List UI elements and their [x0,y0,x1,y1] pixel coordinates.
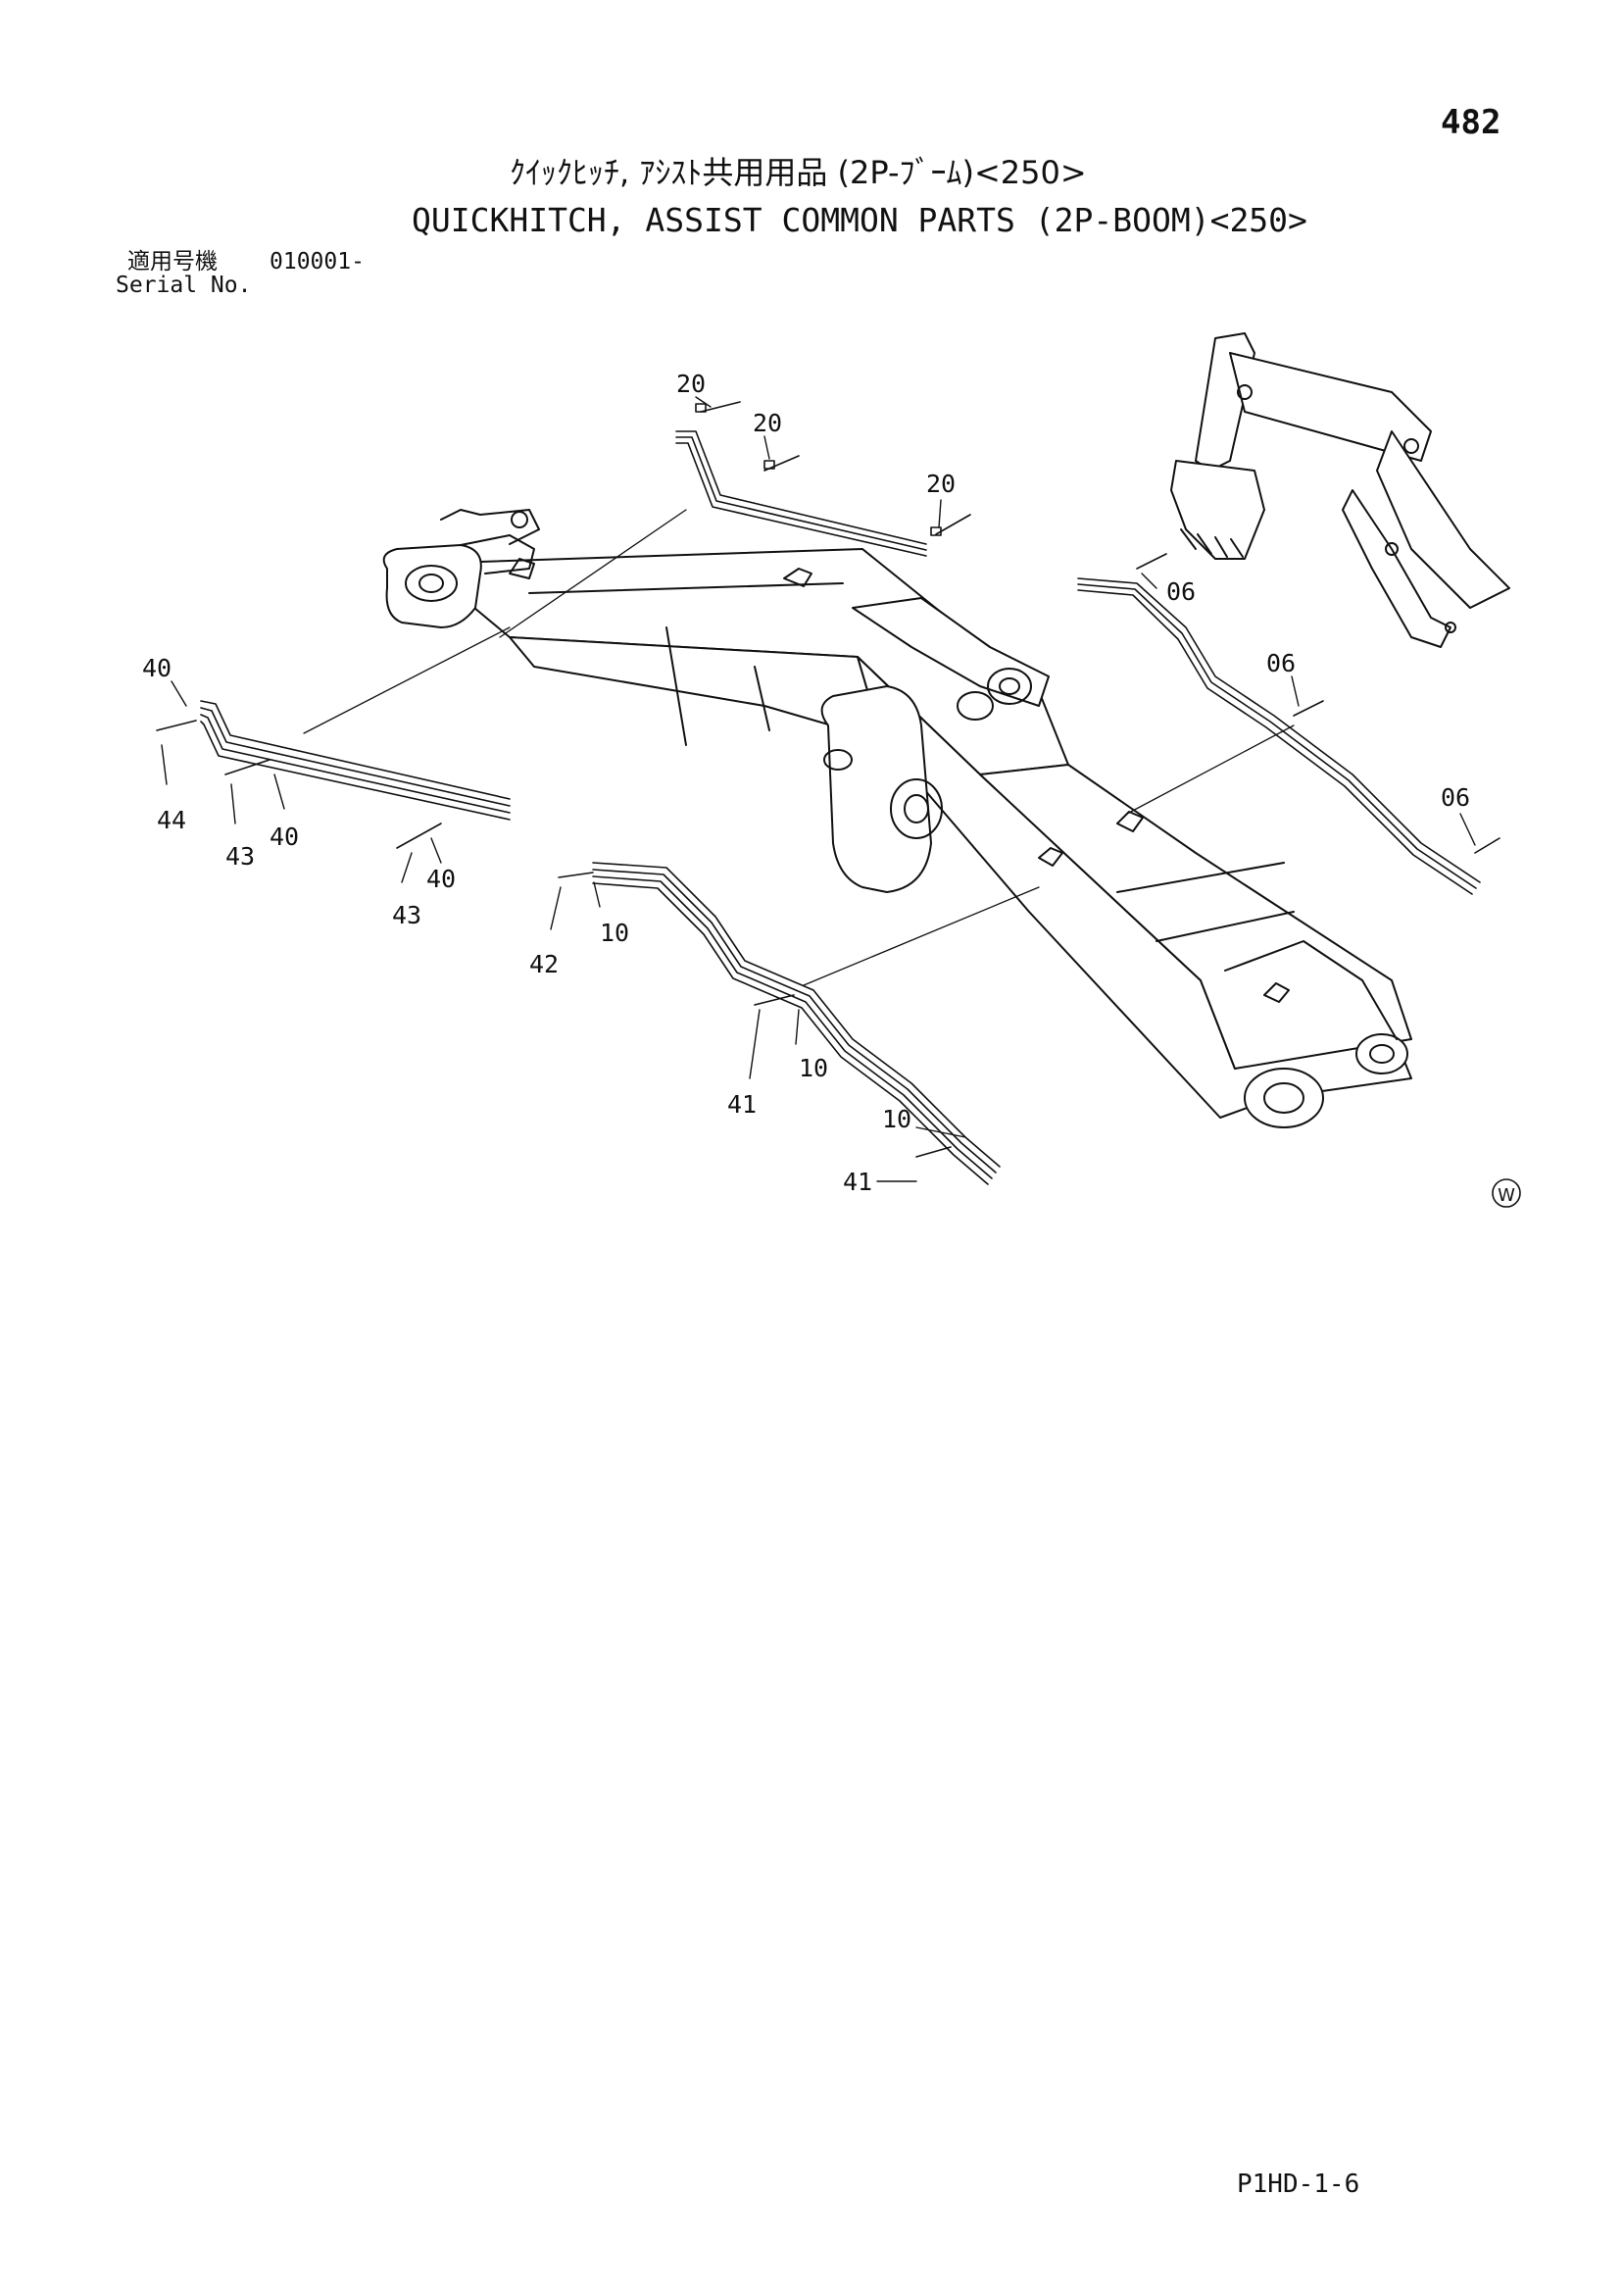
callout-10-top: 10 [600,919,629,947]
boom-body [382,509,1412,1128]
serial-label-japanese: 適用号機 [127,249,218,275]
callout-41-upper: 41 [727,1090,757,1119]
callout-20-right: 20 [926,470,956,498]
pipe-set-20 [675,401,971,557]
callout-06-top: 06 [1166,577,1196,606]
pipe-set-40 [156,700,511,849]
callout-42: 42 [529,950,559,978]
serial-label-english: Serial No. [116,273,252,298]
callout-40-middle: 40 [270,823,299,851]
page-title-english: QUICKHITCH, ASSIST COMMON PARTS (2P-BOOM… [412,201,1307,239]
callout-44: 44 [157,806,186,834]
callout-10-middle: 10 [799,1054,828,1082]
leader-lines [161,396,1476,1182]
corner-mark: W [1492,1178,1521,1208]
callout-06-bottom: 06 [1441,783,1470,812]
callout-20-top: 20 [676,370,706,398]
serial-number-value: 010001- [270,249,365,275]
pipe-set-10 [558,862,1001,1185]
callout-43-right: 43 [392,901,421,929]
connection-lines [303,509,1295,986]
callout-41-lower: 41 [843,1168,872,1196]
parts-diagram: 20 20 20 06 06 06 40 44 43 40 40 43 42 1… [142,332,1521,1208]
callout-10-bottom: 10 [882,1105,911,1133]
callout-06-middle: 06 [1266,649,1296,677]
corner-mark-letter: W [1498,1185,1515,1206]
page-number: 482 [1441,103,1501,142]
callout-labels: 20 20 20 06 06 06 40 44 43 40 40 43 42 1… [142,370,1470,1196]
callout-40-top: 40 [142,654,172,682]
callout-20-middle: 20 [753,409,782,437]
callout-43-left: 43 [225,842,255,871]
page-title-japanese: ｸｲｯｸﾋｯﾁ, ｱｼｽﾄ共用用品 (2P-ﾌﾞｰﾑ)<250> [510,154,1087,191]
callout-40-lower: 40 [426,865,456,893]
pipe-set-06 [1077,553,1500,895]
excavator-inset [1170,332,1510,648]
document-code: P1HD-1-6 [1237,2170,1360,2199]
